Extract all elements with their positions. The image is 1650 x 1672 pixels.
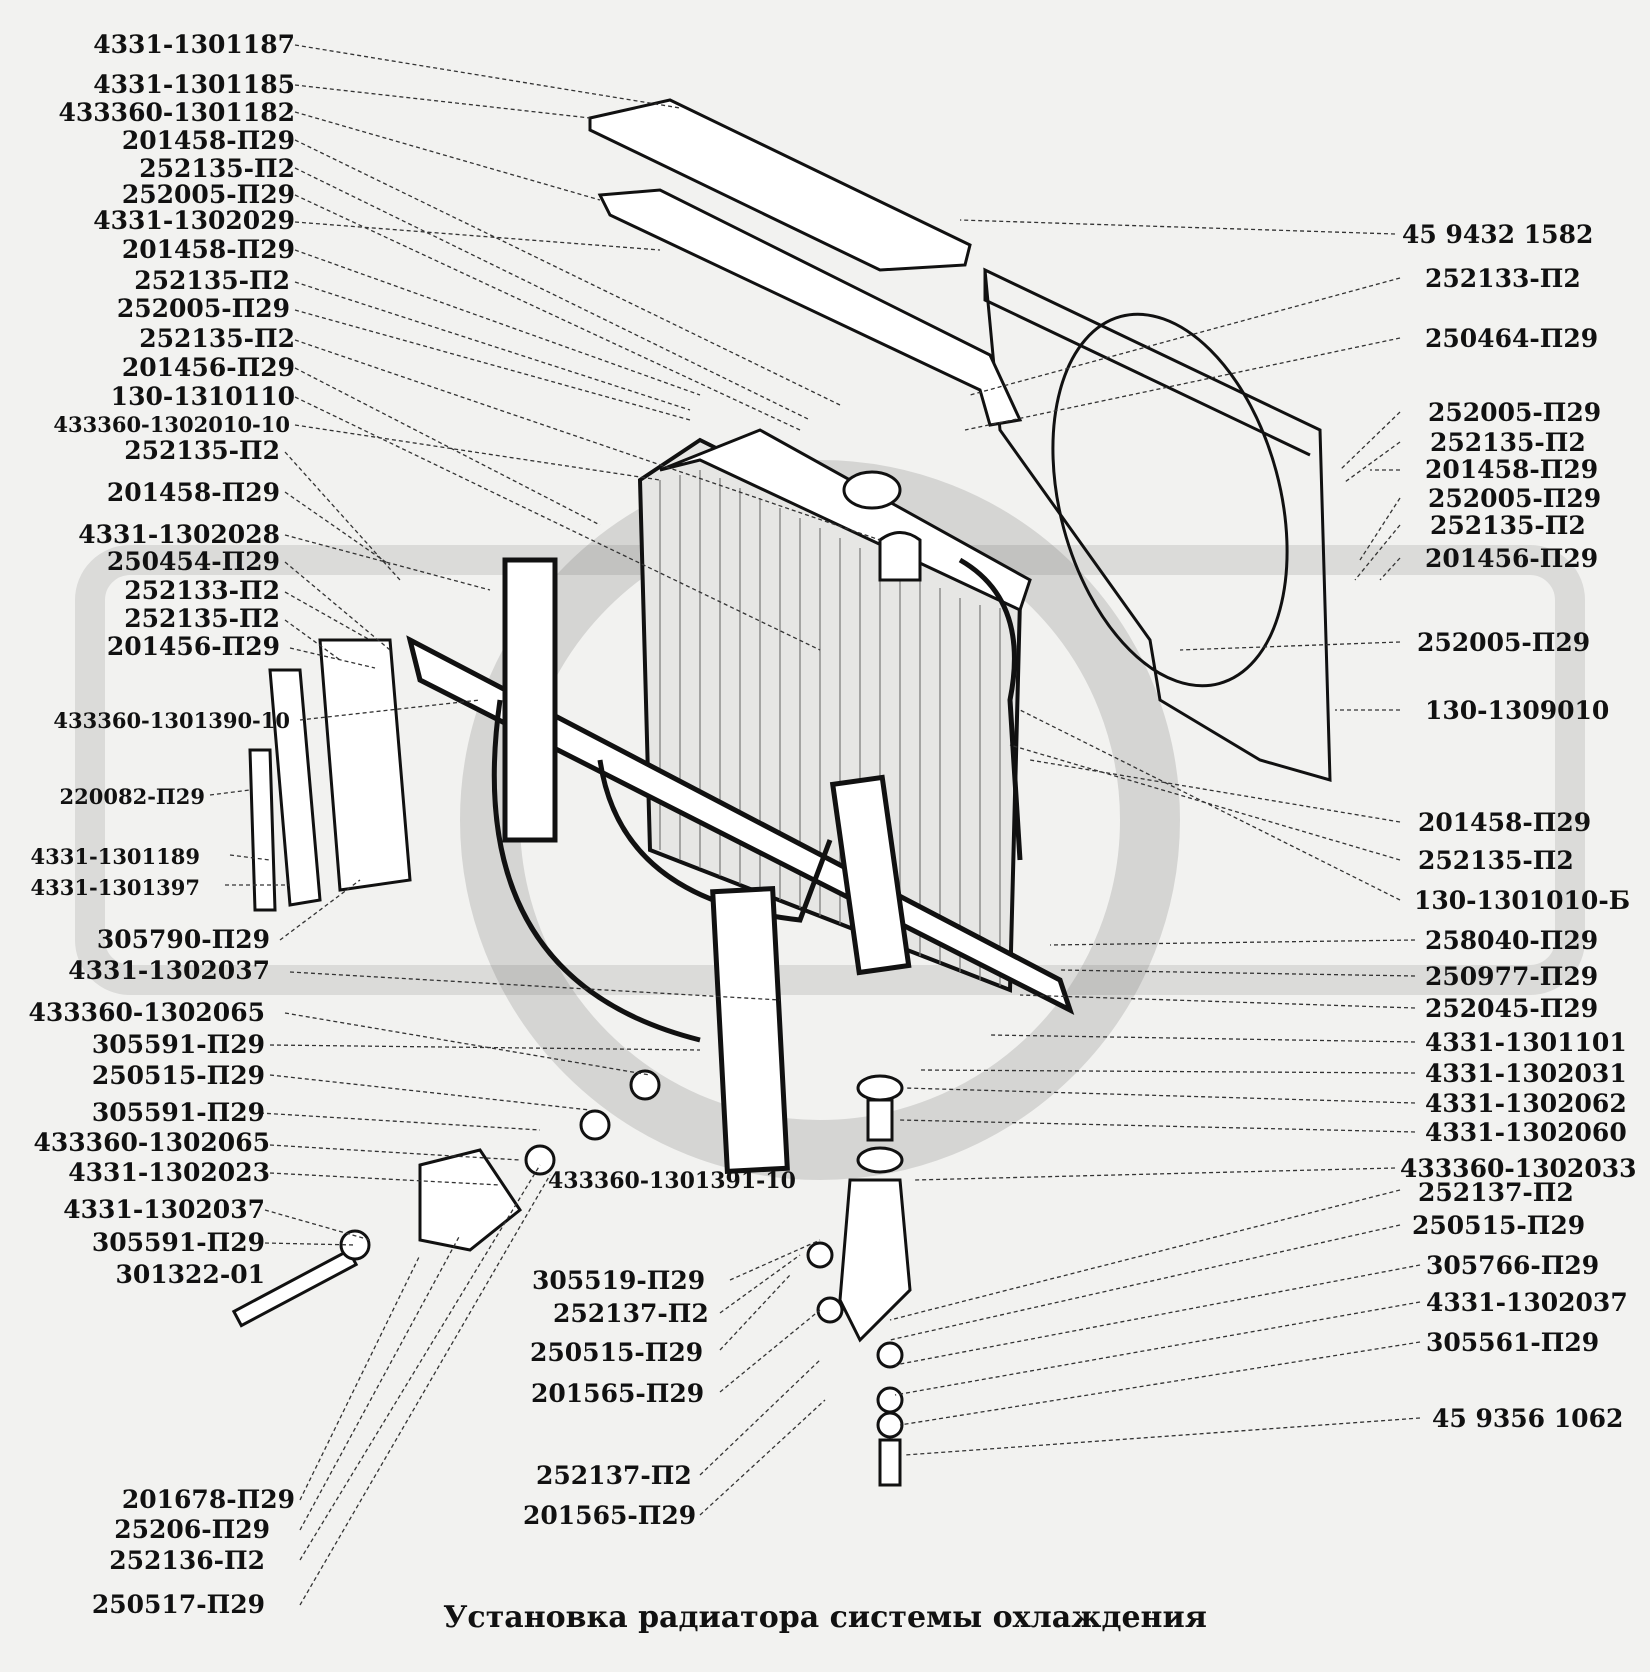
part-label: 252135-П2 bbox=[1418, 846, 1574, 875]
part-label: 252135-П2 bbox=[1430, 428, 1586, 457]
part-label: 201565-П29 bbox=[531, 1379, 705, 1408]
part-label: 433360-1302065 bbox=[28, 998, 265, 1027]
part-label: 252005-П29 bbox=[121, 180, 295, 209]
part-label: 433360-1302065 bbox=[33, 1128, 270, 1157]
part-label: 201678-П29 bbox=[121, 1485, 295, 1514]
part-label: 252133-П2 bbox=[124, 576, 280, 605]
part-label: 252135-П2 bbox=[124, 436, 280, 465]
part-label: 201458-П29 bbox=[121, 126, 295, 155]
part-label: 4331-1302060 bbox=[1425, 1118, 1627, 1147]
top-brackets bbox=[588, 98, 1023, 427]
part-label: 252137-П2 bbox=[1418, 1178, 1574, 1207]
part-label: 201565-П29 bbox=[523, 1501, 697, 1530]
fan-shroud bbox=[983, 267, 1332, 783]
part-label: 201456-П29 bbox=[106, 632, 280, 661]
part-label: 4331-1302062 bbox=[1425, 1089, 1627, 1118]
part-label: 252135-П2 bbox=[134, 266, 290, 295]
part-label: 433360-1301391-10 bbox=[548, 1168, 796, 1194]
part-label: 433360-1302033 bbox=[1400, 1154, 1637, 1183]
part-label: 305591-П29 bbox=[91, 1030, 265, 1059]
part-label: 305790-П29 bbox=[96, 925, 270, 954]
part-label: 250515-П29 bbox=[530, 1338, 704, 1367]
part-label: 130-1301010-Б bbox=[1414, 886, 1631, 915]
part-label: 201456-П29 bbox=[1425, 544, 1599, 573]
part-label: 433360-1301182 bbox=[58, 98, 295, 127]
part-label: 130-1310110 bbox=[110, 382, 295, 411]
part-label: 305591-П29 bbox=[91, 1228, 265, 1257]
part-label: 4331-1301187 bbox=[93, 30, 295, 59]
part-label: 252135-П2 bbox=[139, 154, 295, 183]
part-label: 252135-П2 bbox=[1430, 511, 1586, 540]
part-label: 305519-П29 bbox=[532, 1266, 706, 1295]
part-label: 4331-1301397 bbox=[30, 875, 200, 900]
part-label: 4331-1302031 bbox=[1425, 1059, 1627, 1088]
part-label: 4331-1302023 bbox=[68, 1158, 270, 1187]
part-label: 25206-П29 bbox=[114, 1515, 270, 1544]
radiator-core bbox=[637, 428, 1032, 993]
part-label: 130-1309010 bbox=[1425, 696, 1610, 725]
part-label: 301322-01 bbox=[115, 1260, 265, 1289]
side-strips bbox=[248, 638, 412, 912]
part-label: 45 9356 1062 bbox=[1432, 1404, 1624, 1433]
part-label: 4331-1301185 bbox=[93, 70, 295, 99]
part-label: 305766-П29 bbox=[1426, 1251, 1600, 1280]
part-label: 4331-1302028 bbox=[78, 520, 280, 549]
part-label: 252133-П2 bbox=[1425, 264, 1581, 293]
part-label: 250977-П29 bbox=[1425, 962, 1599, 991]
filler-cap bbox=[842, 470, 902, 510]
part-label: 4331-1302029 bbox=[93, 206, 295, 235]
part-label: 252135-П2 bbox=[124, 604, 280, 633]
part-label: 252005-П29 bbox=[116, 294, 290, 323]
part-label: 258040-П29 bbox=[1425, 926, 1599, 955]
part-label: 433360-1302010-10 bbox=[53, 412, 290, 437]
part-label: 252005-П29 bbox=[1428, 484, 1602, 513]
part-label: 201456-П29 bbox=[121, 353, 295, 382]
part-label: 4331-1302037 bbox=[68, 956, 270, 985]
part-label: 45 9432 1582 bbox=[1402, 220, 1594, 249]
part-label: 201458-П29 bbox=[106, 478, 280, 507]
part-label: 252045-П29 bbox=[1425, 994, 1599, 1023]
lower-mount bbox=[231, 1069, 912, 1487]
part-label: 4331-1302037 bbox=[63, 1195, 265, 1224]
part-label: 201458-П29 bbox=[1418, 808, 1592, 837]
part-label: 220082-П29 bbox=[59, 784, 205, 809]
part-label: 252005-П29 bbox=[1428, 398, 1602, 427]
part-label: 4331-1302037 bbox=[1426, 1288, 1628, 1317]
part-label: 252005-П29 bbox=[1417, 628, 1591, 657]
part-label: 433360-1301390-10 bbox=[53, 708, 290, 733]
part-label: 250515-П29 bbox=[91, 1061, 265, 1090]
part-label: 250454-П29 bbox=[106, 547, 280, 576]
part-label: 250515-П29 bbox=[1412, 1211, 1586, 1240]
part-label: 250517-П29 bbox=[91, 1590, 265, 1619]
part-label: 252135-П2 bbox=[139, 324, 295, 353]
part-label: 4331-1301189 bbox=[30, 844, 200, 869]
part-label: 201458-П29 bbox=[1425, 455, 1599, 484]
part-label: 252137-П2 bbox=[536, 1461, 692, 1490]
part-label: 252137-П2 bbox=[553, 1299, 709, 1328]
part-label: 305561-П29 bbox=[1426, 1328, 1600, 1357]
leader-lines bbox=[209, 44, 1421, 1606]
part-label: 305591-П29 bbox=[91, 1098, 265, 1127]
part-label: 201458-П29 bbox=[121, 235, 295, 264]
figure-caption: Установка радиатора системы охлаждения bbox=[443, 1600, 1207, 1635]
radiator-frame bbox=[406, 557, 1075, 1175]
part-label: 4331-1301101 bbox=[1425, 1028, 1627, 1057]
part-label: 250464-П29 bbox=[1425, 324, 1599, 353]
part-label: 252136-П2 bbox=[109, 1546, 265, 1575]
